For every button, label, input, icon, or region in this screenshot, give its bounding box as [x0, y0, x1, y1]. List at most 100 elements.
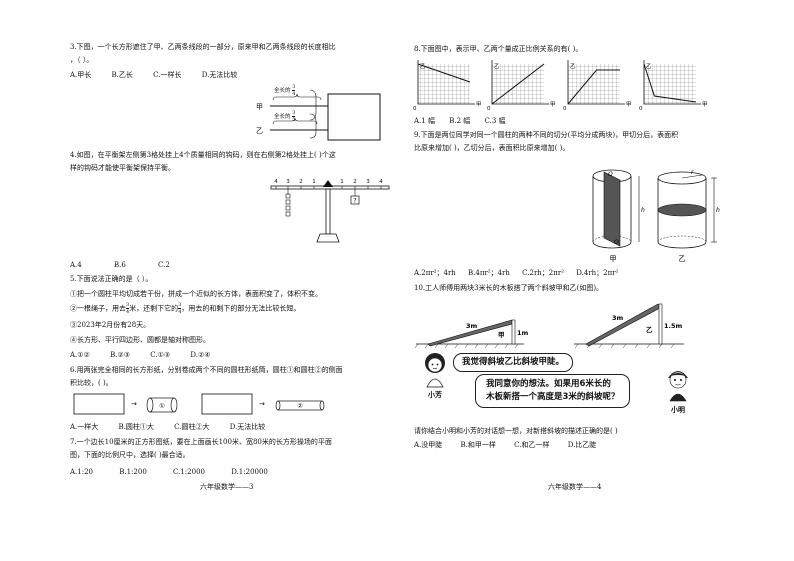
q9-options: A.2πr²；4rh B.4πr²；4rh C.2rh；2πr² D.4rh；2… — [414, 268, 636, 278]
boy-xiaoming-avatar — [664, 366, 692, 402]
q8-graph-1-yaxis-label: 乙 — [420, 63, 426, 70]
q6-option-c[interactable]: C.圆柱②大 — [174, 423, 210, 431]
q8-graph-2: 乙甲 0 — [487, 60, 556, 112]
q6-stem-line1: 6.用两张完全相同的长方形纸，分别卷成两个不同的圆柱形纸筒，圆柱①和圆柱②的侧面 — [70, 366, 343, 374]
q7-option-c[interactable]: C.1:2000 — [173, 468, 205, 476]
q3-bottom-brace-text: 全长的 — [274, 114, 291, 120]
q3-option-d[interactable]: D.无法比较 — [201, 71, 238, 79]
q3-bottom-num: 3 — [292, 110, 296, 117]
q6-diagram: → ① → ② — [70, 392, 370, 418]
q6-cylinder-2-label: ② — [297, 402, 303, 410]
q8-graph-1-xaxis-label: 甲 — [476, 101, 482, 108]
name-xiaofang: 小芳 — [428, 390, 442, 399]
q8-option-a[interactable]: A.1 幅 — [414, 117, 435, 125]
q9-option-b[interactable]: B.4πr²；4rh — [468, 269, 510, 277]
q7-options: A.1:20 B.1:200 C.1:2000 D.1:20000 — [70, 467, 286, 477]
q4-scale-label-r4: 4 — [379, 179, 383, 185]
q7-option-a[interactable]: A.1:20 — [70, 468, 93, 476]
q4-scale-label-r1: 1 — [340, 179, 344, 185]
q6-arrow-1: → — [131, 400, 137, 408]
q4-balance-diagram: 4 3 2 1 1 2 3 4 ? — [268, 176, 392, 250]
q3-label-jia: 甲 — [256, 103, 263, 111]
q5-item2-num1: 3 — [126, 302, 130, 309]
q6-option-b[interactable]: B.圆柱①大 — [118, 423, 154, 431]
q9-stem-line2: 比原来增加( )，乙切分后，表面积比原来增加( )。 — [414, 144, 570, 152]
q4-scale-label-r2: 2 — [353, 179, 357, 185]
q9-option-c[interactable]: C.2rh；2πr² — [522, 269, 565, 277]
q9-jia-o-bottom: O — [614, 239, 619, 246]
q3-option-b[interactable]: B.乙长 — [111, 71, 133, 79]
q7-stem-line1: 7.一个边长10厘米的正方形图纸，要在上面画长100米、宽80米的长方形操场的平… — [70, 438, 332, 446]
q8-graph-4-yaxis-label: 乙 — [646, 63, 652, 70]
q9-jia-o-top: O — [608, 171, 613, 178]
q8-options: A.1 幅 B.2 幅 C.3 幅 — [414, 116, 524, 126]
q5-option-c[interactable]: C.①③ — [150, 351, 171, 359]
q10-option-d[interactable]: D.比乙陡 — [567, 441, 597, 449]
q3-option-a[interactable]: A.甲长 — [70, 71, 92, 79]
q8-graph-4-line — [643, 63, 697, 103]
q10-option-a[interactable]: A.没甲陡 — [414, 441, 443, 449]
q4-weight-mark: ? — [353, 198, 356, 205]
q4-option-c[interactable]: C.2 — [158, 261, 170, 269]
q5-item2-den2: 4 — [178, 309, 182, 315]
right-page-footer: 六年级数学——4 — [548, 483, 602, 491]
q8-graph-2-line — [491, 63, 545, 105]
speech-bubble-xiaoming-line2: 木板新搭一个高度是3米的斜坡呢？ — [486, 392, 620, 403]
q8-option-c[interactable]: C.3 幅 — [484, 117, 506, 125]
q8-graph-2-xaxis-label: 甲 — [550, 101, 556, 108]
q5-stem: 5.下面说法正确的是（ ）。 — [70, 275, 153, 283]
q7-option-d[interactable]: D.1:20000 — [231, 468, 268, 476]
q5-option-a[interactable]: A.①② — [70, 351, 90, 359]
q3-top-brace-text: 全长的 — [274, 88, 291, 94]
q8-graph-1-line — [417, 63, 471, 83]
q10-jia-height: 1m — [517, 329, 529, 337]
q5-item1: ①把一个圆柱平均切成若干份，拼成一个近似的长方体，表面积变了，体积不变。 — [70, 290, 322, 298]
q8-graph-3: 乙甲0 — [563, 60, 632, 112]
q9-yi-r: r — [691, 169, 694, 176]
q5-item2-part1: ②一根绳子，用去 — [70, 304, 126, 313]
q9-option-d[interactable]: D.4rh；2πr² — [576, 269, 619, 277]
speech-bubble-xiaoming-line1: 我同意你的想法。如果用6米长的 — [486, 379, 611, 389]
q8-graph-3-origin: 0 — [563, 106, 567, 112]
q10-question: 请你结合小明和小芳的对话想一想，对新搭斜坡的描述正确的是( ) — [414, 427, 618, 435]
q5-item2-part3: ，用去的和剩下的部分无法比较长短。 — [181, 304, 301, 313]
q4-stem-line1: 4.如图，在平衡架左侧第3格处挂上4个质量相同的钩码，则在右侧第2格处挂上( )… — [70, 151, 336, 159]
q8-graph-4-origin: 0 — [639, 106, 643, 112]
q10-option-b[interactable]: B.和甲一样 — [460, 441, 496, 449]
q4-scale-label-l1: 1 — [312, 179, 316, 185]
q3-label-yi: 乙 — [256, 127, 263, 135]
q6-option-d[interactable]: D.无法比较 — [229, 423, 266, 431]
q3-top-num: 3 — [292, 84, 296, 91]
q7-stem-line2: 图，下面的比例尺中，选择( )最合适。 — [70, 451, 190, 459]
q4-stem-line2: 样的钩码才能使平衡架保持平衡。 — [70, 164, 175, 172]
q5-item3: ③2023年2月份有28天。 — [70, 321, 151, 329]
q10-ramps-diagram: 3m 1m 甲 3m 1.5m 乙 — [414, 296, 714, 350]
q5-item2-part2: 米，还剩下它的 — [129, 304, 179, 313]
q8-graph-3-xaxis-label: 甲 — [626, 101, 632, 108]
q7-option-b[interactable]: B.1:200 — [119, 468, 147, 476]
q8-graph-2-origin: 0 — [487, 106, 491, 112]
q8-graph-2-yaxis-label: 乙 — [494, 63, 500, 70]
q10-yi-length: 3m — [612, 314, 624, 322]
q9-option-a[interactable]: A.2πr²；4rh — [414, 269, 456, 277]
q4-option-a[interactable]: A.4 — [70, 261, 82, 269]
q4-option-b[interactable]: B.6 — [113, 261, 126, 269]
q8-graph-1-origin: 0 — [413, 106, 417, 112]
q3-option-c[interactable]: C.一样长 — [153, 71, 182, 79]
q10-option-c[interactable]: C.和乙一样 — [514, 441, 550, 449]
q5-option-b[interactable]: B.②③ — [110, 351, 130, 359]
q8-option-b[interactable]: B.2 幅 — [449, 117, 471, 125]
q5-option-d[interactable]: D.②④ — [190, 351, 211, 359]
q3-stem-line2: ，（ ）。 — [70, 56, 94, 64]
q4-options: A.4 B.6 C.2 — [70, 260, 188, 270]
q9-diagram: O O 甲 r h h 乙 — [590, 160, 730, 266]
q10-yi-label: 乙 — [646, 326, 653, 334]
q6-option-a[interactable]: A.一样大 — [70, 423, 99, 431]
